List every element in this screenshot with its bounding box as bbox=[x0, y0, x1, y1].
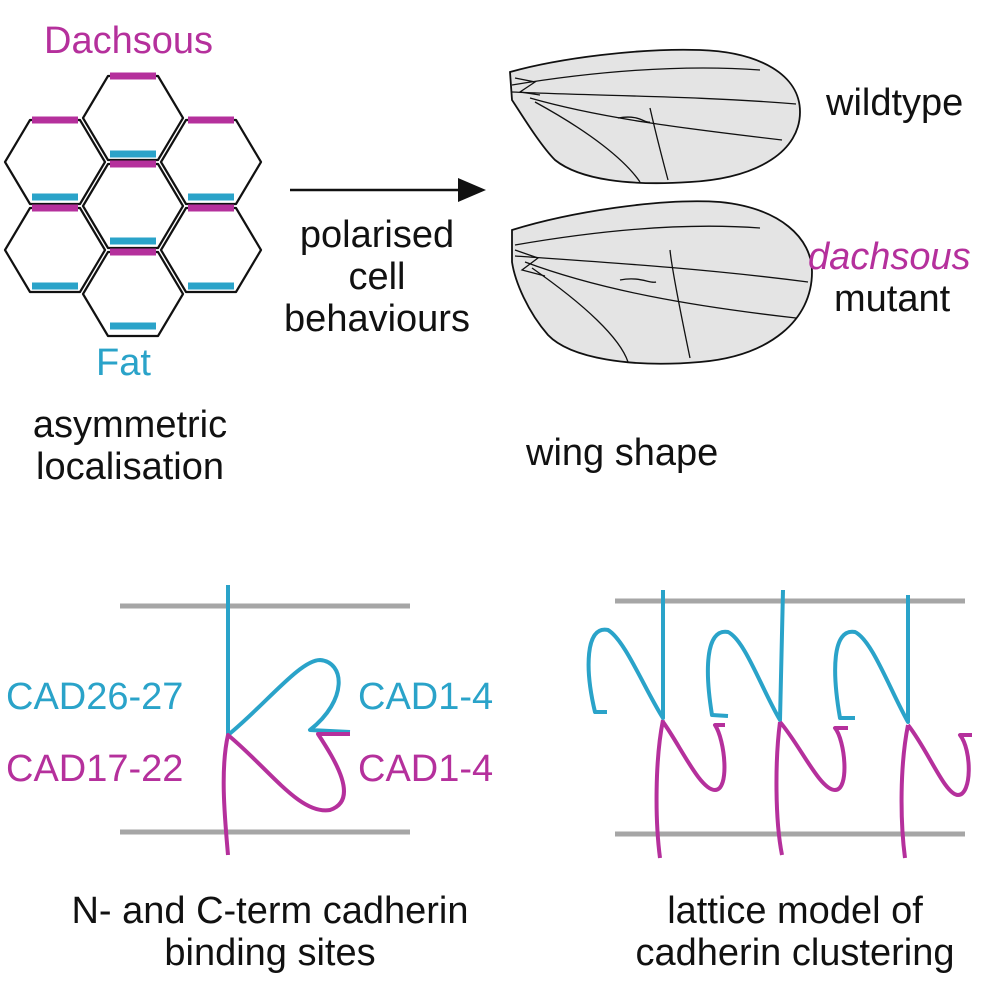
hexagon-cells bbox=[3, 74, 263, 338]
mutant-italic-label: dachsous bbox=[808, 236, 971, 278]
lattice-caption-line2: cadherin clustering bbox=[635, 932, 955, 974]
mutant-label: mutant bbox=[834, 278, 951, 320]
binding-caption-line2: binding sites bbox=[164, 932, 376, 974]
arrow-caption-line2: cell bbox=[348, 256, 406, 298]
hex-cell-lower-right bbox=[159, 206, 263, 294]
arrow-caption-line3: behaviours bbox=[284, 298, 470, 340]
fat-molecule bbox=[586, 590, 665, 720]
fat-molecule bbox=[705, 589, 785, 722]
dachsous-molecule bbox=[774, 720, 848, 856]
lattice-caption-line1: lattice model of bbox=[667, 890, 923, 932]
process-arrow bbox=[290, 178, 486, 202]
asymmetric-caption-line1: asymmetric bbox=[32, 404, 228, 446]
arrow-caption-line1: polarised bbox=[299, 214, 455, 256]
wildtype-label: wildtype bbox=[826, 82, 964, 124]
dachsous-label: Dachsous bbox=[44, 20, 213, 62]
dachsous-molecule bbox=[221, 732, 350, 856]
mutant-wing bbox=[511, 200, 813, 365]
fat-label: Fat bbox=[96, 342, 151, 384]
fat-localisation bbox=[32, 150, 234, 330]
lattice-diagram bbox=[586, 589, 972, 859]
wing-shape-caption: wing shape bbox=[526, 432, 719, 474]
hex-cell-upper-left bbox=[3, 118, 107, 206]
dachsous-molecule bbox=[899, 723, 972, 859]
wildtype-wing bbox=[509, 48, 801, 185]
arrow-head-icon bbox=[458, 178, 486, 202]
cad-n-fat-label: CAD26-27 bbox=[6, 676, 184, 718]
fat-molecule bbox=[226, 585, 351, 737]
cad-c-dachsous-label: CAD1-4 bbox=[358, 748, 494, 790]
cad-n-dachsous-label: CAD17-22 bbox=[6, 748, 184, 790]
binding-caption-line1: N- and C-term cadherin bbox=[71, 890, 469, 932]
dachsous-molecule bbox=[654, 719, 727, 859]
binding-sites-diagram bbox=[120, 585, 410, 856]
fat-molecule bbox=[833, 595, 910, 724]
hex-cell-bottom bbox=[81, 250, 185, 338]
hex-cell-center bbox=[81, 162, 185, 250]
hex-cell-top bbox=[81, 74, 185, 162]
asymmetric-caption-line2: localisation bbox=[36, 446, 224, 488]
dachsous-localisation bbox=[32, 72, 234, 256]
hex-cell-upper-right bbox=[159, 118, 263, 206]
cad-c-fat-label: CAD1-4 bbox=[358, 676, 494, 718]
hex-cell-lower-left bbox=[3, 206, 107, 294]
